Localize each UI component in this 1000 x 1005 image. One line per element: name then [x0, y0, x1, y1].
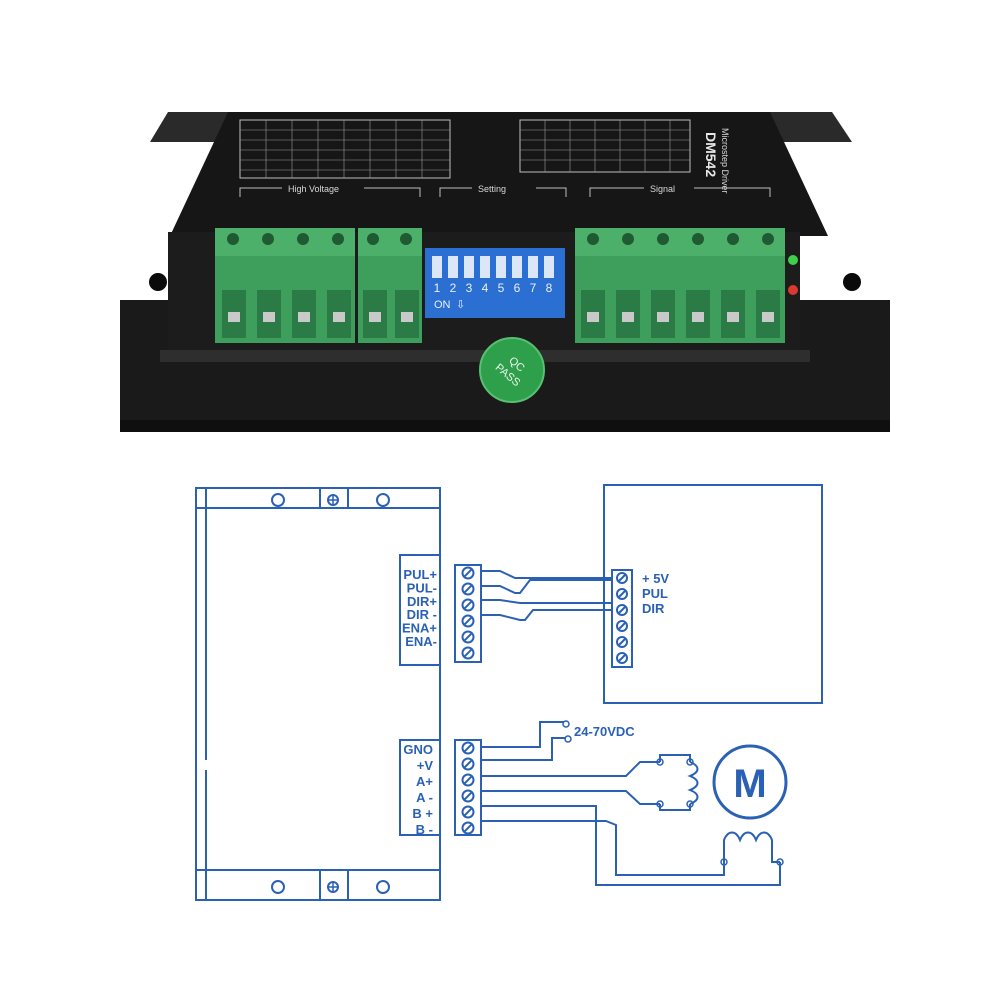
dip-number: 4: [482, 281, 489, 295]
driver-outline: [195, 487, 441, 901]
terminal-screw-icon: [461, 773, 475, 787]
hole-top-left-icon: [271, 493, 285, 507]
signal-wires: [481, 570, 612, 621]
terminal-screw-icon: [461, 805, 475, 819]
terminal-label: DIR+: [407, 594, 437, 609]
terminal-screw-icon: [461, 821, 475, 835]
terminal-screw-icon: [461, 630, 475, 644]
power-terminal-labels: GNO+VA+A -B +B -: [403, 742, 433, 837]
terminal-screw-icon: [616, 652, 628, 664]
hole-top-right-icon: [376, 493, 390, 507]
terminal-label: ENA-: [405, 634, 437, 649]
controller-terminal-strip: [611, 569, 633, 668]
supply-terminal-neg: [564, 735, 572, 743]
spec-table-left: [239, 119, 451, 179]
terminal-screw-icon: [616, 588, 628, 600]
driver-photo-svg: Microstep Driver DM542 High Voltage Sett…: [120, 112, 890, 432]
signal-label-panel: [399, 554, 441, 666]
dip-number: 7: [530, 281, 537, 295]
heatsink-base-edge: [120, 420, 890, 432]
terminal-screw-icon: [461, 566, 475, 580]
section-high-voltage: High Voltage: [288, 184, 339, 194]
terminal-label: + 5V: [642, 571, 669, 586]
section-setting: Setting: [478, 184, 506, 194]
spec-table-right: [519, 119, 691, 173]
terminal-screw-icon: [616, 620, 628, 632]
terminal-label: PUL+: [403, 567, 437, 582]
screw-top-icon: [327, 494, 339, 506]
brand-text: Microstep Driver: [720, 128, 730, 194]
terminal-label: B +: [412, 806, 433, 821]
terminal-screw-icon: [461, 741, 475, 755]
power-terminal-strip: [454, 739, 482, 836]
controller-box: [603, 484, 823, 704]
terminal-label: A -: [416, 790, 433, 805]
terminal-screw-icon: [616, 604, 628, 616]
dip-on-label: ON: [434, 299, 451, 311]
terminal-screw-icon: [461, 646, 475, 660]
supply-label: 24-70VDC: [574, 724, 635, 739]
terminal-label: GNO: [403, 742, 433, 757]
signal-terminal-strip: [454, 564, 482, 663]
model-text: DM542: [703, 132, 719, 177]
bracket-setting: [439, 187, 567, 197]
screw-bottom-icon: [327, 881, 339, 893]
mount-hole-left: [149, 273, 167, 291]
dip-number: 6: [514, 281, 521, 295]
terminal-screw-icon: [461, 789, 475, 803]
terminal-label: PUL-: [407, 580, 437, 595]
terminal-screw-icon: [461, 582, 475, 596]
terminal-label: B -: [416, 822, 433, 837]
dip-number: 1: [434, 281, 441, 295]
led-green: [788, 255, 798, 265]
terminal-label: ENA+: [402, 621, 437, 636]
dip-number: 3: [466, 281, 473, 295]
led-red: [788, 285, 798, 295]
dip-number: 2: [450, 281, 457, 295]
terminal-screw-icon: [461, 614, 475, 628]
bracket-signal: [589, 187, 771, 197]
terminal-screw-icon: [461, 757, 475, 771]
wiring-diagram-svg: PUL+PUL-DIR+DIR -ENA+ENA- GNO+VA+A -B +B…: [195, 484, 823, 901]
motor-label: M: [733, 762, 766, 806]
power-label-panel: [399, 739, 441, 836]
terminal-label: DIR -: [407, 607, 437, 622]
terminal-label: +V: [417, 758, 434, 773]
hole-bottom-left-icon: [271, 880, 285, 894]
supply-terminal-pos: [562, 720, 570, 728]
terminal-block-signal: [575, 228, 785, 343]
dip-number: 8: [546, 281, 553, 295]
terminal-label: DIR: [642, 601, 665, 616]
hole-bottom-right-icon: [376, 880, 390, 894]
terminal-block-aux: [358, 228, 422, 343]
bracket-high-voltage: [239, 187, 421, 197]
motor-icon: M: [712, 744, 788, 820]
top-label-panel: [170, 112, 828, 236]
terminal-screw-icon: [616, 572, 628, 584]
driver-photo: Microstep Driver DM542 High Voltage Sett…: [0, 0, 1000, 460]
dip-number: 5: [498, 281, 505, 295]
supply-wires: [481, 721, 566, 761]
terminal-label: PUL: [642, 586, 668, 601]
qc-pass-sticker: QC PASS: [479, 337, 545, 403]
terminal-screw-icon: [616, 636, 628, 648]
terminal-label: A+: [416, 774, 433, 789]
section-signal: Signal: [650, 184, 675, 194]
signal-terminal-labels: PUL+PUL-DIR+DIR -ENA+ENA-: [402, 567, 437, 649]
terminal-screw-icon: [461, 598, 475, 612]
terminal-block-power: [215, 228, 355, 343]
dip-on-arrow: ⇩: [456, 299, 465, 311]
mount-hole-right: [843, 273, 861, 291]
